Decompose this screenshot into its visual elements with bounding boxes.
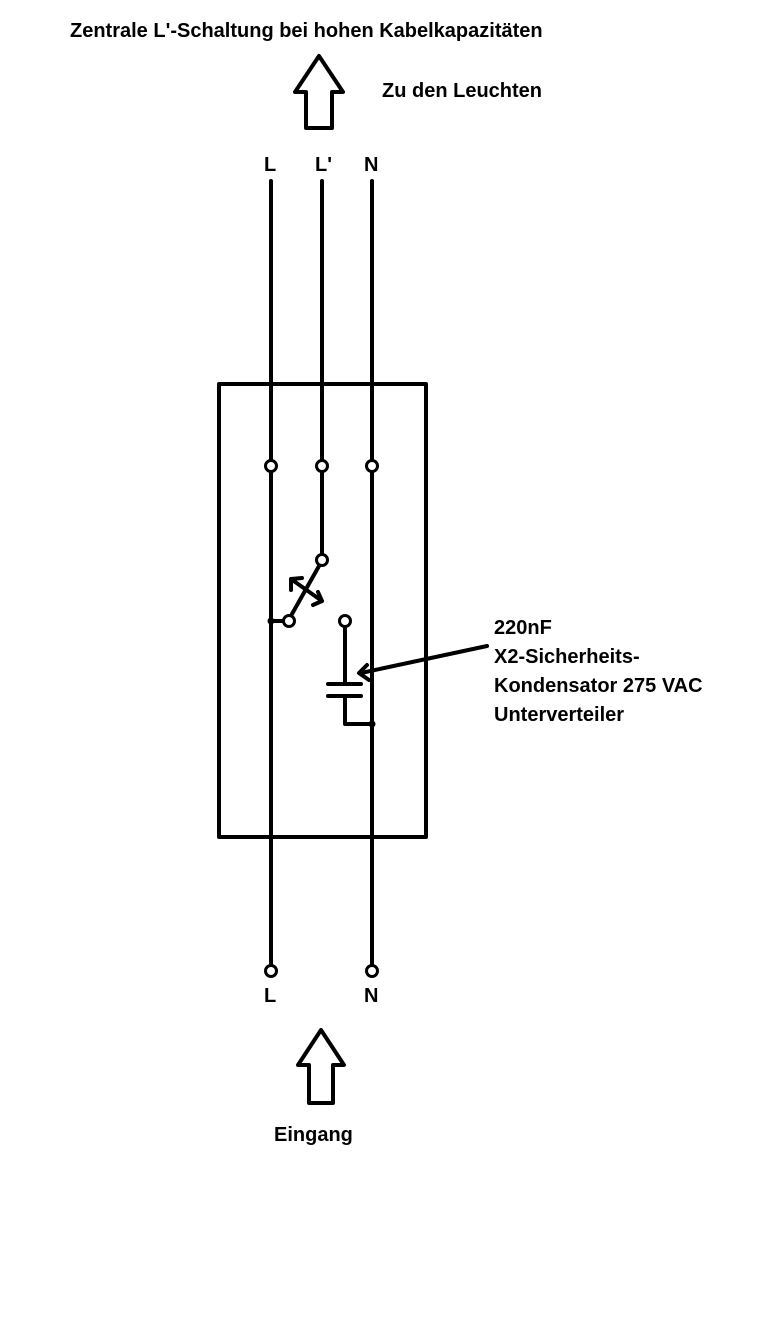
terminal-box-L [264,459,278,473]
input-label: Eingang [274,1124,353,1146]
top-terminal-label-L: L [264,154,277,176]
terminal-box-L-prime [315,459,329,473]
top-terminal-label-L-prime: L' [315,154,332,176]
terminal-input-L [264,964,278,978]
capacitor-lower-lead [343,695,374,726]
bottom-terminal-label-L: L [264,985,277,1007]
capacitor-type: X2-Sicherheits- [494,646,640,668]
switch-arrow-head-down [311,590,324,607]
bottom-terminal-label-N: N [364,985,379,1007]
capacitor-location: Unterverteiler [494,704,625,726]
junction-dot-N [368,720,376,728]
switch-contact-lower [282,614,296,628]
terminal-input-N [365,964,379,978]
output-arrow-icon [293,54,345,130]
top-terminal-label-N: N [364,154,379,176]
diagram-title: Zentrale L'-Schaltung bei hohen Kabelkap… [70,20,543,42]
capacitor-value: 220nF [494,617,552,639]
capacitor-contact [338,614,352,628]
switch-contact-upper [315,553,329,567]
capacitor-pointer-line [359,644,489,675]
terminal-box-N [365,459,379,473]
capacitor-note: 220nF X2-Sicherheits- Kondensator 275 VA… [494,614,703,730]
switch-arrow-shaft [289,577,324,603]
capacitor-rating: Kondensator 275 VAC [494,675,703,697]
capacitor-pointer-arrowhead [357,663,371,682]
output-label: Zu den Leuchten [382,80,542,102]
junction-dot-L [267,617,275,625]
input-arrow-icon [296,1028,346,1105]
switch-arrow-head-up [289,576,304,592]
